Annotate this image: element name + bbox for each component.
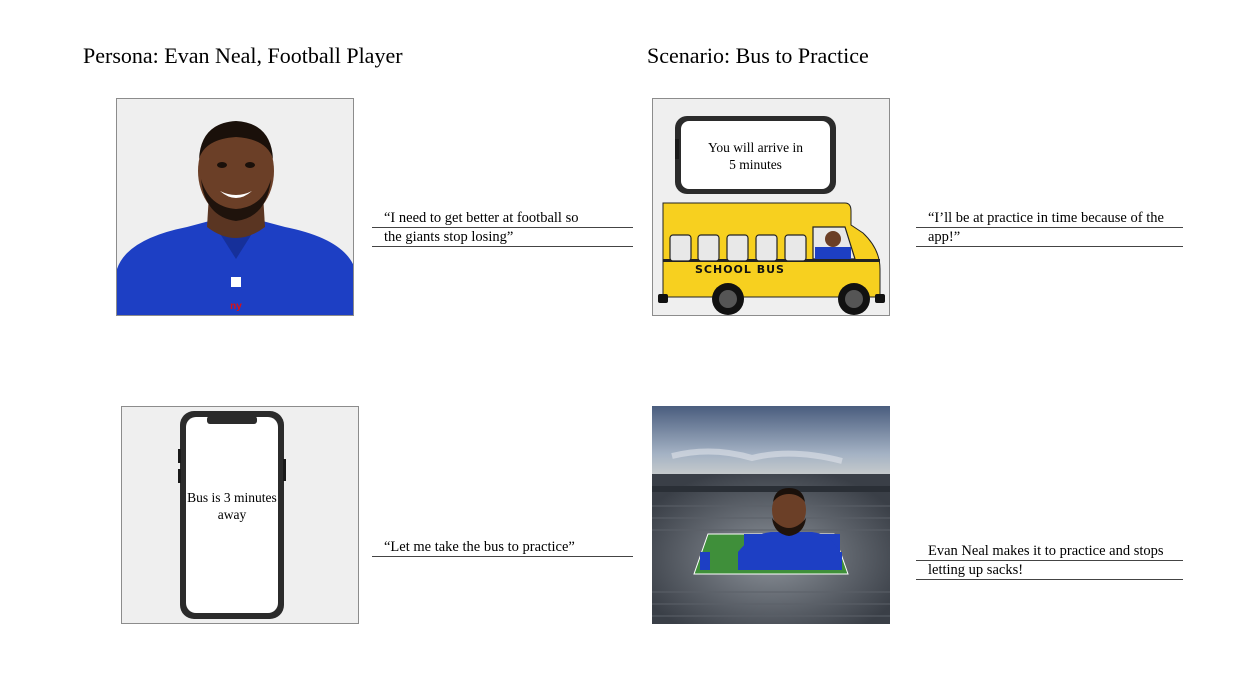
frame1-quote-line-1: “I need to get better at football so: [372, 209, 633, 228]
phone-panel: Bus is 3 minutes away: [121, 406, 359, 624]
bus-eta-line-2: away: [217, 507, 247, 522]
frame3-quote: “Let me take the bus to practice”: [372, 538, 633, 557]
stadium-image: [652, 406, 890, 624]
frame4-caption: Evan Neal makes it to practice and stops…: [916, 542, 1183, 580]
frame4-caption-line-2: letting up sacks!: [916, 561, 1183, 580]
bus-eta-line-1: Bus is 3 minutes: [187, 490, 277, 505]
arrival-notification: You will arrive in 5 minutes: [681, 139, 830, 173]
frame4-caption-line-1: Evan Neal makes it to practice and stops: [916, 542, 1183, 561]
player-portrait-image: ny: [117, 99, 353, 315]
frame2-quote-line-1: “I’ll be at practice in time because of …: [916, 209, 1183, 228]
frame1-quote-line-2: the giants stop losing”: [372, 228, 633, 247]
player-portrait-panel: ny: [116, 98, 354, 316]
frame2-quote: “I’ll be at practice in time because of …: [916, 209, 1183, 247]
stadium-panel: [652, 406, 890, 624]
school-bus-label: SCHOOL BUS: [695, 263, 785, 276]
bus-eta-notification: Bus is 3 minutes away: [184, 489, 280, 523]
scenario-heading: Scenario: Bus to Practice: [647, 43, 869, 68]
school-bus-illustration: [653, 99, 889, 315]
school-bus-panel: You will arrive in 5 minutes SCHOOL BUS: [652, 98, 890, 316]
persona-heading: Persona: Evan Neal, Football Player: [83, 43, 403, 68]
frame1-quote: “I need to get better at football so the…: [372, 209, 633, 247]
frame2-quote-line-2: app!”: [916, 228, 1183, 247]
svg-text:ny: ny: [230, 301, 242, 312]
arrival-notification-line-1: You will arrive in: [707, 140, 803, 155]
smartphone-illustration: [122, 407, 358, 623]
arrival-notification-line-2: 5 minutes: [729, 157, 782, 172]
frame3-quote-line-1: “Let me take the bus to practice”: [372, 538, 633, 557]
